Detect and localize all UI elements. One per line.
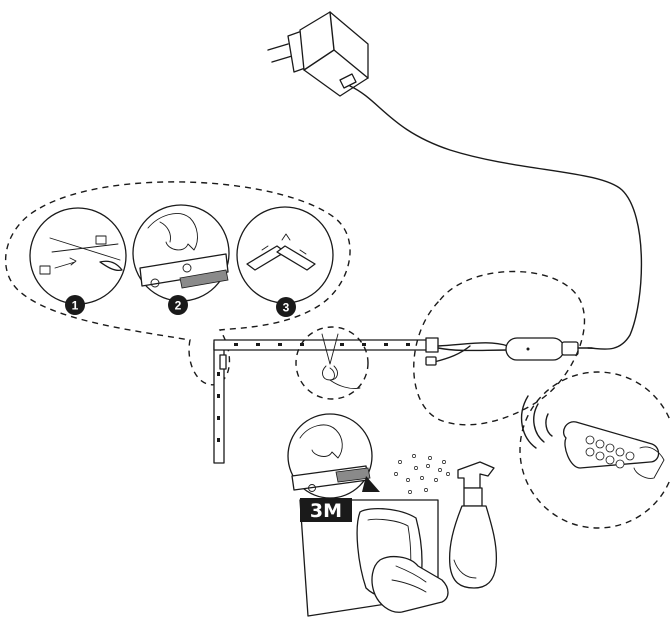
adhesive-label: 3M <box>300 498 352 522</box>
step-2-illustration <box>132 204 230 302</box>
spray-bottle-icon <box>448 461 498 589</box>
step-1-badge: 1 <box>65 295 85 315</box>
step-2-badge: 2 <box>168 295 188 315</box>
power-cable <box>349 85 643 350</box>
step-3-number: 3 <box>283 301 290 315</box>
peel-tape-icon <box>139 213 229 289</box>
corner-clip <box>219 354 227 370</box>
scissors-icon <box>321 333 361 389</box>
wiping-hand-icon <box>356 507 449 613</box>
spray-mist <box>394 454 450 494</box>
remote-control-icon <box>562 421 665 479</box>
step-1-illustration <box>29 207 127 305</box>
steps-bubble <box>4 181 351 386</box>
scissors-icon <box>49 237 123 272</box>
power-adapter-icon <box>267 11 369 97</box>
step-3-illustration <box>236 206 334 304</box>
controller <box>425 337 593 366</box>
remote-bubble <box>519 371 670 529</box>
dc-jack-icon <box>425 356 437 366</box>
step-2-number: 2 <box>175 299 182 313</box>
peel-tape-detail <box>287 413 380 499</box>
adhesive-label-text: 3M <box>310 500 342 522</box>
corner-connector-icon <box>246 233 316 271</box>
step-1-number: 1 <box>72 299 79 313</box>
controller-bubble <box>413 270 586 426</box>
cut-detail-bubble <box>295 326 369 400</box>
signal-waves-icon <box>520 395 553 449</box>
step-3-badge: 3 <box>276 297 296 317</box>
